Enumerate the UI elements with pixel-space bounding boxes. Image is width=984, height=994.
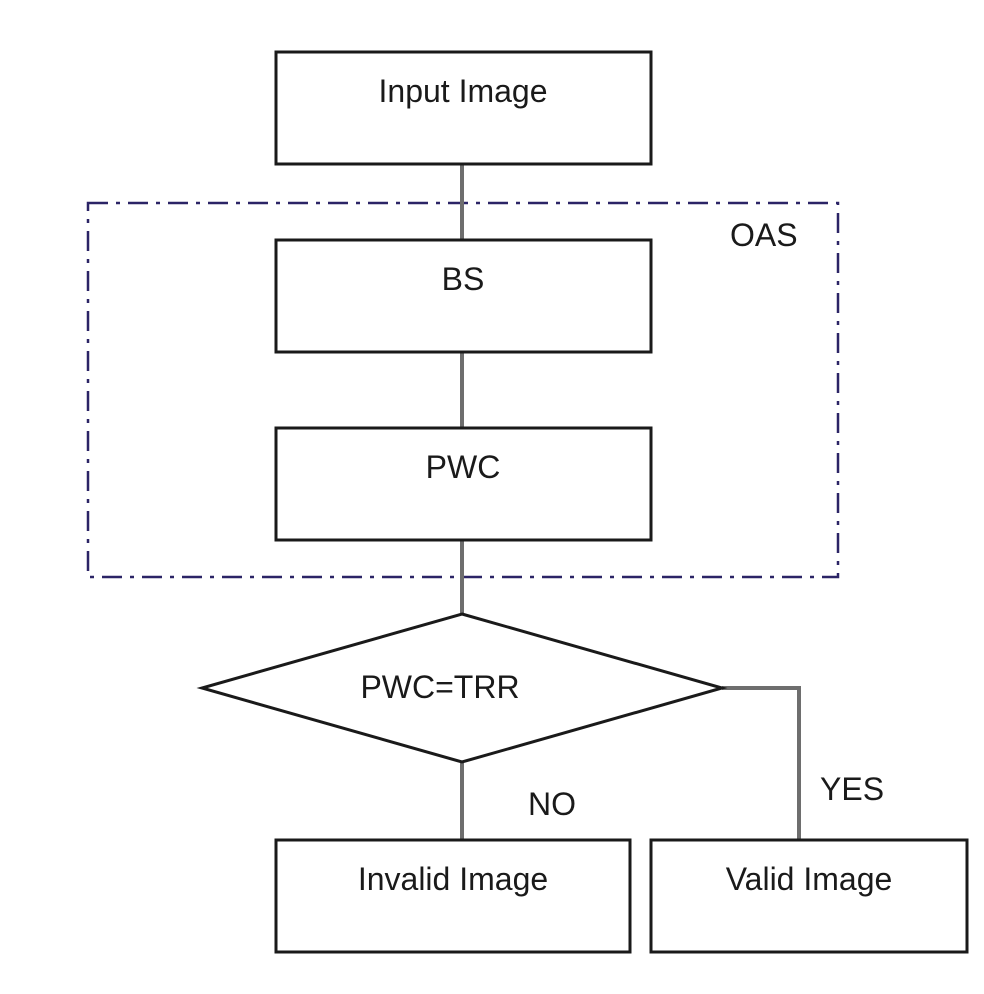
node-bs-label: BS bbox=[442, 261, 485, 297]
node-pwc-label: PWC bbox=[426, 449, 501, 485]
edge-decision-valid bbox=[722, 686, 801, 840]
node-invalid-image-label: Invalid Image bbox=[358, 861, 548, 897]
node-bs bbox=[274, 238, 653, 354]
node-decision-label: PWC=TRR bbox=[360, 669, 519, 705]
node-input-image-label: Input Image bbox=[379, 73, 548, 109]
edge-label-no: NO bbox=[528, 786, 576, 822]
node-valid-image-label: Valid Image bbox=[726, 861, 893, 897]
oas-group-label: OAS bbox=[730, 217, 798, 253]
node-invalid-image bbox=[274, 838, 632, 954]
node-pwc bbox=[274, 426, 653, 542]
edge-label-yes: YES bbox=[820, 771, 884, 807]
node-input-image bbox=[274, 50, 653, 166]
node-valid-image bbox=[649, 838, 969, 954]
node-decision bbox=[196, 612, 728, 764]
